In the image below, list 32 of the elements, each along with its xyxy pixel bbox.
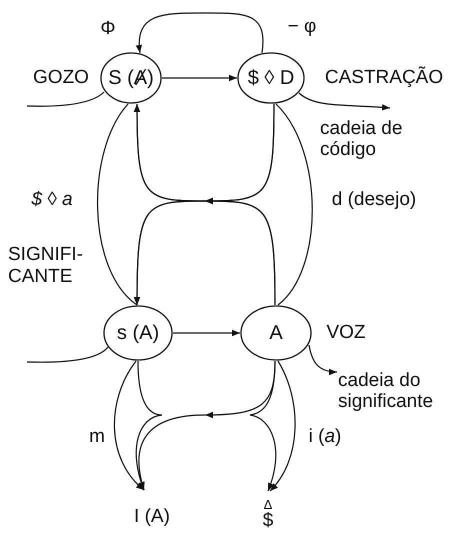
ellipse-node: A (240, 305, 312, 361)
text-label: CASTRAÇÃO (324, 67, 444, 89)
ellipse-node: S (Ⱥ) (100, 52, 162, 104)
edge-label: d (desejo) (332, 189, 416, 211)
symbol-label: − φ (288, 16, 316, 38)
arrow (136, 12, 264, 54)
arrow (162, 74, 237, 82)
arrow (173, 330, 240, 336)
arrow (136, 360, 163, 490)
node-text: I (A) (124, 497, 180, 537)
arrow (134, 198, 276, 305)
arrow (298, 92, 390, 111)
arrow (308, 344, 338, 375)
connector-line (97, 104, 138, 306)
arrow (249, 360, 276, 492)
connector-line (276, 104, 313, 306)
arrow (114, 360, 144, 490)
text-label: SIGNIFI- CANTE (8, 244, 84, 288)
text-label: VOZ (326, 322, 366, 344)
node-text: cadeia do significante (338, 367, 456, 417)
ellipse-node: s (A) (103, 305, 173, 361)
ellipse-node: $ ◊ D (237, 52, 305, 104)
edge-label: $ ◊ a (31, 189, 73, 211)
node-text: Δ $ (251, 493, 285, 537)
symbol-label: Φ (100, 18, 116, 40)
node-text: cadeia de código (320, 113, 424, 167)
arrow (270, 360, 296, 492)
connector-line (26, 346, 108, 363)
edge-label: m (89, 426, 105, 448)
connector-line (26, 92, 104, 107)
edge-label: i (a) (308, 426, 342, 448)
text-label: GOZO (33, 67, 89, 89)
